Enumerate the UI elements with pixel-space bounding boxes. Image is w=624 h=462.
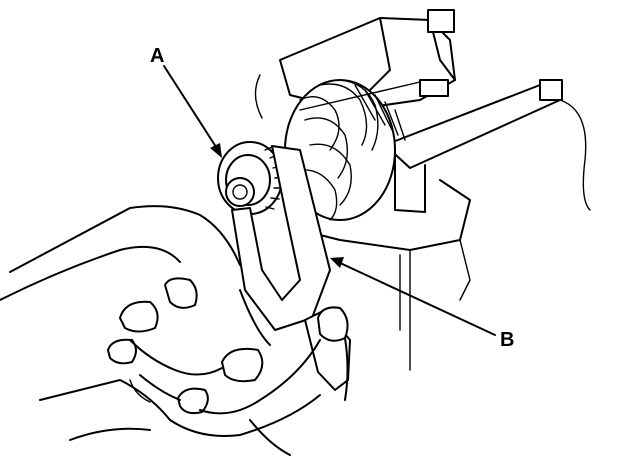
- shaft-bearing: [217, 141, 284, 215]
- callout-a-arrowhead: [210, 143, 222, 158]
- callout-a-label: A: [150, 45, 164, 67]
- commutator-segments: [354, 84, 406, 141]
- armature-core: [284, 79, 449, 221]
- callout-a: A: [150, 45, 222, 158]
- hand: [0, 205, 349, 456]
- callout-b-label: B: [500, 329, 514, 351]
- callout-b-arrowhead: [330, 257, 344, 268]
- brush-holder-plate: [384, 79, 591, 213]
- callout-b: B: [330, 257, 514, 351]
